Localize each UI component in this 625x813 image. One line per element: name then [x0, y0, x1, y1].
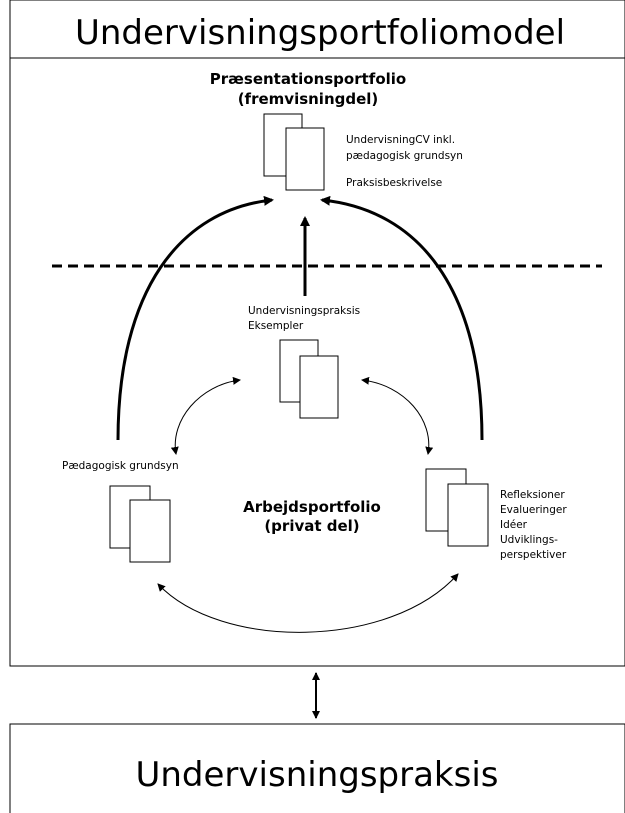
- top-title: Undervisningsportfoliomodel: [75, 13, 565, 53]
- presentation-note-line2: pædagogisk grundsyn: [346, 150, 463, 162]
- pedagogy-label: Pædagogisk grundsyn: [62, 460, 179, 472]
- right-small-double-arrow: [361, 376, 434, 455]
- bottom-title: Undervisningspraksis: [136, 755, 499, 795]
- reflections-document-icon: [425, 468, 489, 547]
- reflections-line1: Refleksioner: [500, 489, 565, 501]
- reflections-line4: Udviklings-: [500, 534, 558, 546]
- examples-line1: Undervisningspraksis: [248, 305, 360, 317]
- pedagogy-document-icon: [109, 485, 171, 563]
- presentation-heading-line1: Præsentationsportfolio: [210, 70, 406, 88]
- bottom-title-box: [9, 723, 625, 813]
- top-title-box: [9, 0, 625, 59]
- examples-document-icon: [279, 339, 339, 419]
- examples-line2: Eksempler: [248, 320, 304, 332]
- work-heading-line1: Arbejdsportfolio: [243, 498, 381, 516]
- left-curved-arrow: [116, 195, 274, 441]
- right-curved-arrow: [320, 195, 484, 441]
- presentation-note-line3: Praksisbeskrivelse: [346, 177, 442, 189]
- reflections-line2: Evalueringer: [500, 504, 567, 516]
- presentation-heading-line2: (fremvisningdel): [238, 90, 379, 108]
- left-small-double-arrow: [170, 376, 241, 455]
- presentation-note-line1: UndervisningCV inkl.: [346, 134, 455, 146]
- work-heading-line2: (privat del): [264, 517, 359, 535]
- bottom-curved-double-arrow: [157, 573, 459, 633]
- reflections-line5: perspektiver: [500, 549, 567, 561]
- presentation-document-icon: [263, 113, 325, 191]
- reflections-line3: Idéer: [500, 519, 528, 531]
